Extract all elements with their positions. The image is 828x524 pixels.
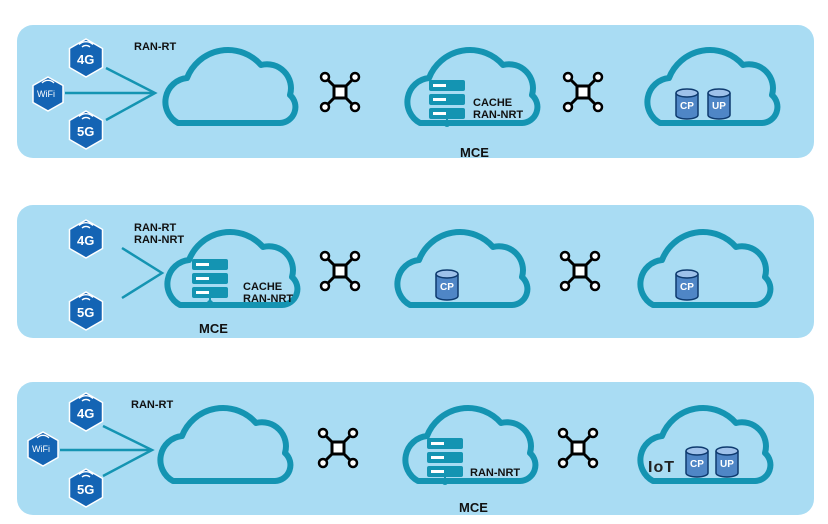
- access-arrow-head: [121, 246, 165, 300]
- network-node-icon: [557, 427, 599, 469]
- row2-access: [68, 219, 165, 331]
- up-label: UP: [712, 101, 726, 112]
- 5g-badge-text: 5G: [77, 482, 95, 497]
- cache-label: CACHE: [473, 97, 513, 109]
- 4g-badge-text: 4G: [77, 406, 95, 421]
- wifi-badge-icon: [27, 431, 59, 467]
- access-arrow-head: [102, 424, 155, 478]
- row3-access: [27, 392, 155, 508]
- network-node-icon: [319, 250, 361, 292]
- server-icon: [428, 79, 466, 128]
- 4g-badge-text: 4G: [77, 233, 95, 248]
- wifi-badge-text: WiFi: [32, 444, 50, 454]
- edge-cloud: [165, 50, 295, 123]
- ran-nrt-label: RAN-NRT: [134, 234, 185, 246]
- 5g-badge-text: 5G: [77, 124, 95, 139]
- ran-rt-label: RAN-RT: [134, 41, 177, 53]
- access-arrow-head: [105, 66, 158, 122]
- cp-label: CP: [440, 282, 454, 293]
- regional-cloud: [397, 232, 527, 305]
- mce-label: MCE: [459, 500, 488, 515]
- iot-label: IoT: [648, 459, 675, 476]
- cp-label: CP: [680, 101, 694, 112]
- ran-nrt-label: RAN-NRT: [470, 467, 521, 479]
- server-icon: [191, 258, 229, 307]
- ran-rt-label: RAN-RT: [131, 399, 174, 411]
- network-node-icon: [317, 427, 359, 469]
- cp-label: CP: [690, 459, 704, 470]
- ran-nrt-label: RAN-NRT: [243, 293, 294, 305]
- mce-label: MCE: [199, 321, 228, 336]
- 4g-badge-text: 4G: [77, 52, 95, 67]
- wifi-badge-text: WiFi: [37, 89, 55, 99]
- server-icon: [426, 437, 464, 486]
- up-label: UP: [720, 459, 734, 470]
- cp-label: CP: [680, 282, 694, 293]
- wifi-badge-icon: [32, 76, 64, 112]
- row1-access: [32, 38, 158, 150]
- network-node-icon: [319, 71, 361, 113]
- mce-label: MCE: [460, 145, 489, 160]
- network-node-icon: [562, 71, 604, 113]
- edge-cloud: [160, 408, 290, 481]
- core-cloud: [640, 232, 770, 305]
- ran-nrt-label: RAN-NRT: [473, 109, 524, 121]
- ran-rt-label: RAN-RT: [134, 222, 177, 234]
- cache-label: CACHE: [243, 281, 283, 293]
- 5g-badge-text: 5G: [77, 305, 95, 320]
- network-node-icon: [559, 250, 601, 292]
